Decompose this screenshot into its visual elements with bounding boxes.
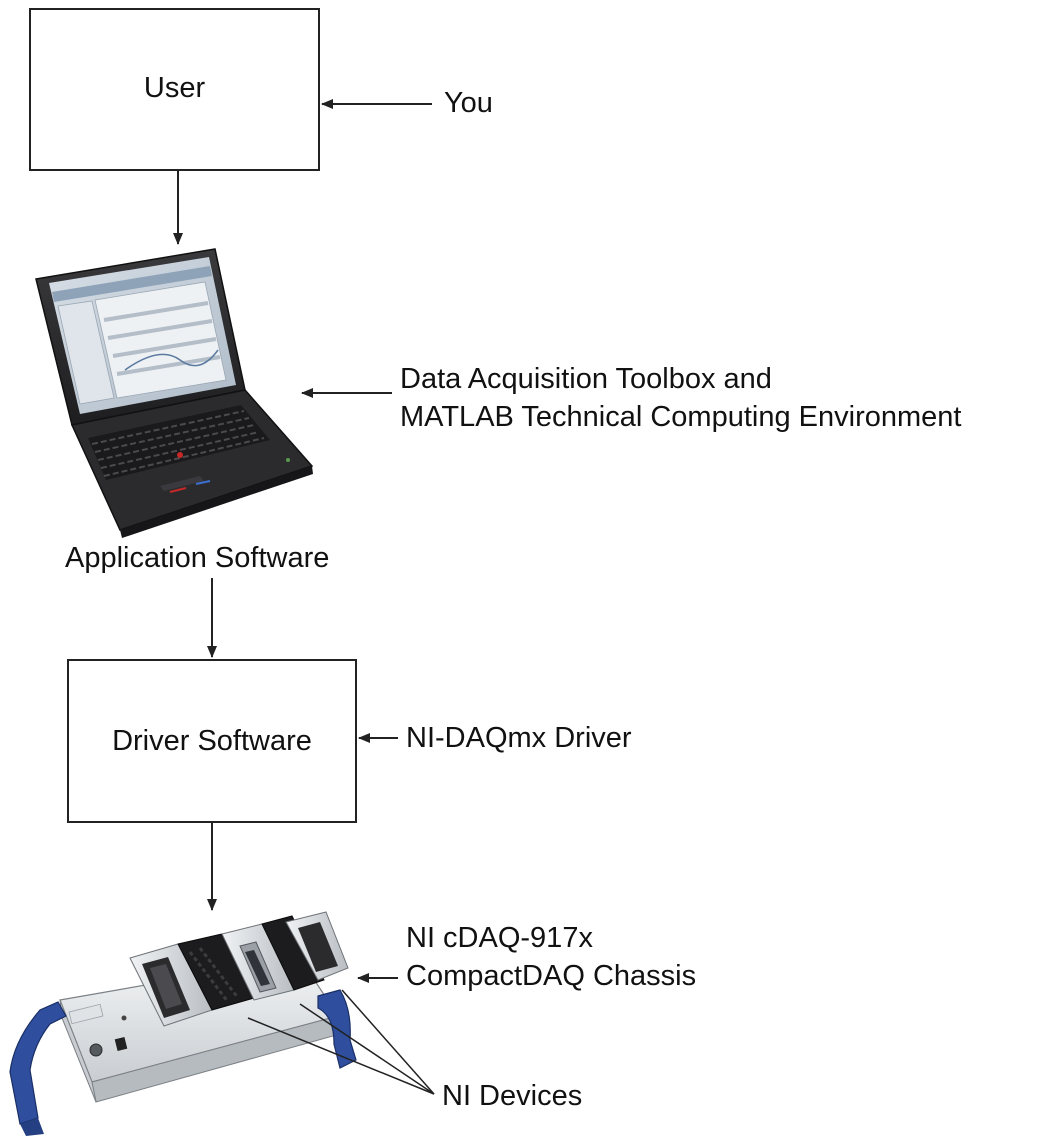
trackpoint <box>177 452 183 458</box>
io-module-5 <box>285 911 349 981</box>
io-module-1 <box>129 943 213 1027</box>
laptop-keyboard <box>88 405 270 480</box>
mounting-bracket-left <box>9 1001 67 1125</box>
driver-software-box: Driver Software <box>67 659 357 823</box>
you-label: You <box>444 87 493 119</box>
laptop-screen <box>49 257 236 414</box>
ni-devices-label: NI Devices <box>442 1080 583 1112</box>
laptop-illustration <box>35 248 314 538</box>
application-software-label: Application Software <box>65 542 330 574</box>
chassis-label-line2: CompactDAQ Chassis <box>406 960 697 992</box>
user-box: User <box>29 8 320 171</box>
pointer-line-module-a <box>247 1017 435 1095</box>
toolbox-label-line2: MATLAB Technical Computing Environment <box>400 401 962 433</box>
pointer-line-module-b <box>299 1003 435 1095</box>
chassis-label-line1: NI cDAQ-917x <box>406 922 593 954</box>
driver-software-label: Driver Software <box>112 724 312 757</box>
usb-port <box>114 1036 128 1052</box>
user-box-label: User <box>143 72 206 104</box>
pointer-line-module-c <box>341 989 435 1095</box>
power-connector <box>89 1043 103 1057</box>
io-module-4 <box>261 915 325 991</box>
daqmx-driver-label: NI-DAQmx Driver <box>406 722 632 754</box>
toolbox-label-line1: Data Acquisition Toolbox and <box>400 363 772 395</box>
compactdaq-chassis-illustration <box>9 911 435 1136</box>
